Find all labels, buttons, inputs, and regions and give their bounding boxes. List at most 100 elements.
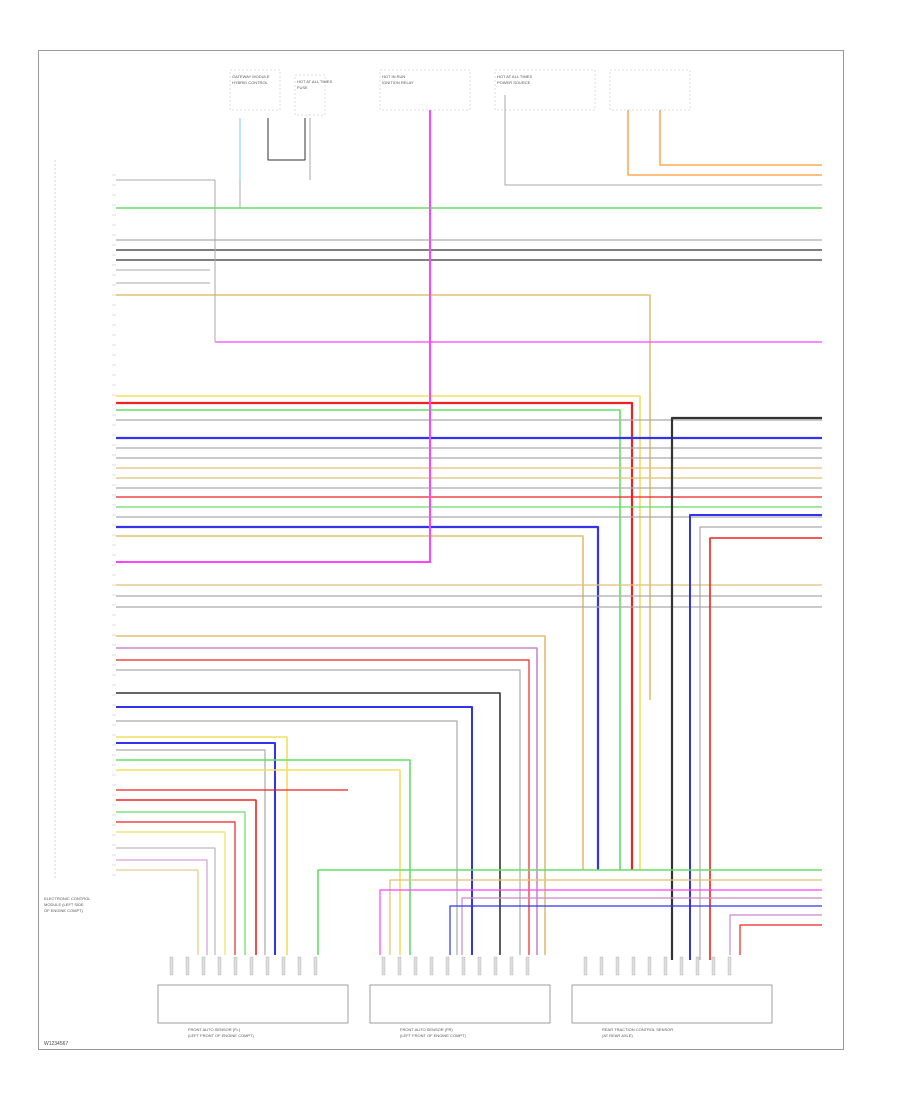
wire-39 <box>116 736 288 955</box>
top-component-label: HYBRID CONTROL <box>232 80 269 85</box>
wire-54 <box>379 889 822 955</box>
connector-pin <box>647 956 652 976</box>
top-component-label: FUSE <box>297 85 308 90</box>
connector-pin <box>201 956 206 976</box>
connector-pin <box>233 956 238 976</box>
wire-59 <box>267 118 306 161</box>
connector-pin <box>663 956 668 976</box>
wire-41 <box>116 749 266 955</box>
connector-pin <box>477 956 482 976</box>
wire-51 <box>116 869 199 955</box>
wire-29 <box>689 514 822 960</box>
wire-24 <box>116 110 431 563</box>
top-component-box <box>379 69 471 111</box>
connector-pin <box>461 956 466 976</box>
wire-35 <box>116 669 521 955</box>
connector-pin <box>615 956 620 976</box>
wire-53 <box>389 879 822 955</box>
module-label: ELECTRONIC CONTROL <box>44 896 91 901</box>
wire-66 <box>659 110 822 166</box>
bottom-connector-name: FRONT AUTO SENSOR (FR) <box>400 1027 453 1032</box>
connector-pin <box>679 956 684 976</box>
wire-10 <box>116 401 634 870</box>
wire-58 <box>739 924 822 955</box>
connector-pin <box>695 956 700 976</box>
wire-37 <box>116 706 473 955</box>
connector-pin <box>249 956 254 976</box>
wire-28 <box>670 416 822 960</box>
wire-56 <box>449 905 822 955</box>
wire-52 <box>317 869 822 955</box>
wire-47 <box>116 821 236 955</box>
wire-22 <box>116 525 600 870</box>
wire-40 <box>116 742 276 955</box>
connector-pin <box>397 956 402 976</box>
connector-pin <box>169 956 174 976</box>
connector-pin <box>281 956 286 976</box>
bottom-connector-sub: (AT REAR AXLE) <box>602 1033 633 1038</box>
connector-pin <box>525 956 530 976</box>
wire-48 <box>116 831 226 955</box>
top-component-name: HOT AT ALL TIMES <box>297 79 332 84</box>
connector-pin <box>265 956 270 976</box>
wire-43 <box>116 769 401 955</box>
bottom-connector-sub: (LEFT FRONT OF ENGINE COMPT) <box>188 1033 255 1038</box>
connector-pin <box>297 956 302 976</box>
connector-pin <box>445 956 450 976</box>
top-component-name: GATEWAY MODULE <box>232 74 270 79</box>
connector-pin <box>583 956 588 976</box>
module-label: MODULE (LEFT SIDE <box>44 902 84 907</box>
top-component-box <box>494 69 596 111</box>
wire-23 <box>116 535 584 870</box>
connector-pin <box>381 956 386 976</box>
wires-group <box>116 95 822 960</box>
connector-pin <box>493 956 498 976</box>
connector-pin <box>599 956 604 976</box>
bottom-connector-name: REAR TRACTION CONTROL SENSOR <box>602 1027 673 1032</box>
top-component-label: POWER SOURCE <box>497 80 531 85</box>
bottom-connector-box <box>157 984 349 1024</box>
bottom-connector-box <box>369 984 551 1024</box>
connector-pin <box>313 956 318 976</box>
top-component-box <box>229 69 281 111</box>
diagram-frame <box>38 50 844 1050</box>
wire-31 <box>709 537 822 960</box>
bottom-connector-box <box>571 984 773 1024</box>
top-component-box <box>609 69 691 111</box>
connector-pin <box>711 956 716 976</box>
wire-64 <box>504 95 822 186</box>
wire-38 <box>116 720 458 955</box>
connectors-group <box>157 956 773 1024</box>
wire-55 <box>461 897 822 955</box>
connector-pin <box>217 956 222 976</box>
connector-pin <box>631 956 636 976</box>
wire-32 <box>116 635 546 955</box>
wire-50 <box>116 859 208 955</box>
page-code: W1234567 <box>44 1041 69 1047</box>
connector-pin <box>185 956 190 976</box>
wire-9 <box>116 395 641 870</box>
connector-pin <box>509 956 514 976</box>
wire-34 <box>116 659 530 955</box>
wire-46 <box>116 811 246 955</box>
bottom-connector-name: FRONT AUTO SENSOR (FL) <box>188 1027 241 1032</box>
wire-45 <box>116 799 257 955</box>
connector-pin <box>413 956 418 976</box>
connector-pin <box>429 956 434 976</box>
wire-11 <box>116 409 621 870</box>
top-component-label: IGNITION RELAY <box>382 80 414 85</box>
wire-36 <box>116 692 501 955</box>
bottom-connector-sub: (LEFT FRONT OF ENGINE COMPT) <box>400 1033 467 1038</box>
top-component-name: HOT AT ALL TIMES <box>497 74 532 79</box>
top-component-name: HOT IN RUN <box>382 74 405 79</box>
wire-33 <box>116 647 538 955</box>
wire-65 <box>627 110 822 176</box>
wire-7 <box>116 294 651 700</box>
connector-pin <box>727 956 732 976</box>
components-group <box>54 69 691 880</box>
wire-49 <box>116 847 216 955</box>
wire-57 <box>729 914 822 955</box>
top-component-box <box>294 74 326 116</box>
